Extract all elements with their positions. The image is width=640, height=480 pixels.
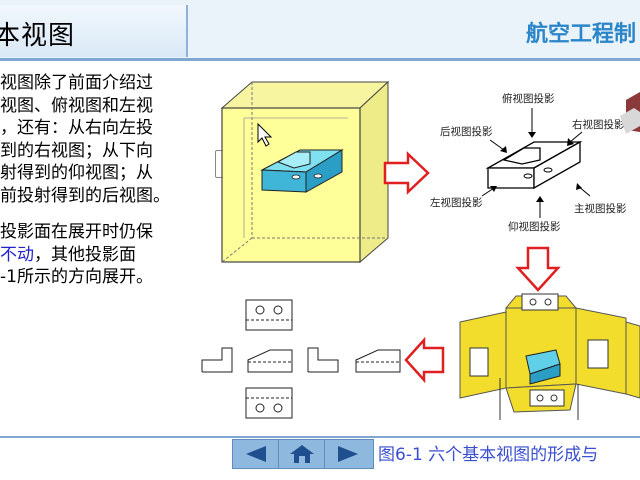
label-back: 后视图投影 [440,125,493,138]
home-button[interactable] [279,440,325,468]
figure-caption: 图6-1 六个基本视图的形成与 [378,445,599,465]
label-main: 主视图投影 [574,202,627,215]
body-text: 视图除了前面介绍过 视图、俯视图和左视 ，还有：从右向左投 到的右视图；从下向 … [0,72,215,289]
header-bar: 本视图 航空工程制 [0,0,640,58]
label-bottom: 仰视图投影 [508,220,561,233]
title-box: 本视图 [0,5,188,57]
arrow-right-1-icon [383,151,430,195]
projection-diagram [481,108,591,218]
arrow-left-big-icon [404,336,445,384]
header-divider [0,58,640,61]
arrow-left-icon [245,446,266,462]
para2-line2: 不动，其他投影面 [0,244,215,267]
para1-line4: 到的右视图；从下向 [0,140,153,161]
para1-line3: ，还有：从右向左投 [0,118,153,138]
prev-button[interactable] [233,440,279,468]
para1-line6: 前投射得到的后视图。 [0,185,170,206]
para1-line5: 射得到的仰视图；从 [0,163,153,183]
next-button[interactable] [325,440,371,468]
para1-line1: 视图除了前面介绍过 [0,73,153,93]
home-icon [289,445,314,463]
brand-title: 航空工程制 [525,22,636,47]
part-model [260,149,344,193]
label-top: 俯视图投影 [502,92,555,105]
para2-rest: ，其他投影面 [34,244,136,265]
para2-line1: 投影面在展开时仍保 [0,222,153,242]
para2-line3: -1所示的方向展开。 [0,267,153,287]
highlight-text: 不动 [0,244,34,265]
photo-fragment [620,92,640,134]
arrow-right-icon [338,446,358,462]
nav-bar [232,439,374,469]
slide-title: 本视图 [0,21,76,51]
label-left: 左视图投影 [430,196,483,209]
footer-divider [0,436,640,438]
label-right: 右视图投影 [572,118,625,131]
para1-line2: 视图、俯视图和左视 [0,95,153,116]
unfolded-panels [459,293,640,420]
cursor-icon [257,122,273,147]
arrow-down-icon [515,246,561,292]
six-views-layout [201,299,401,419]
